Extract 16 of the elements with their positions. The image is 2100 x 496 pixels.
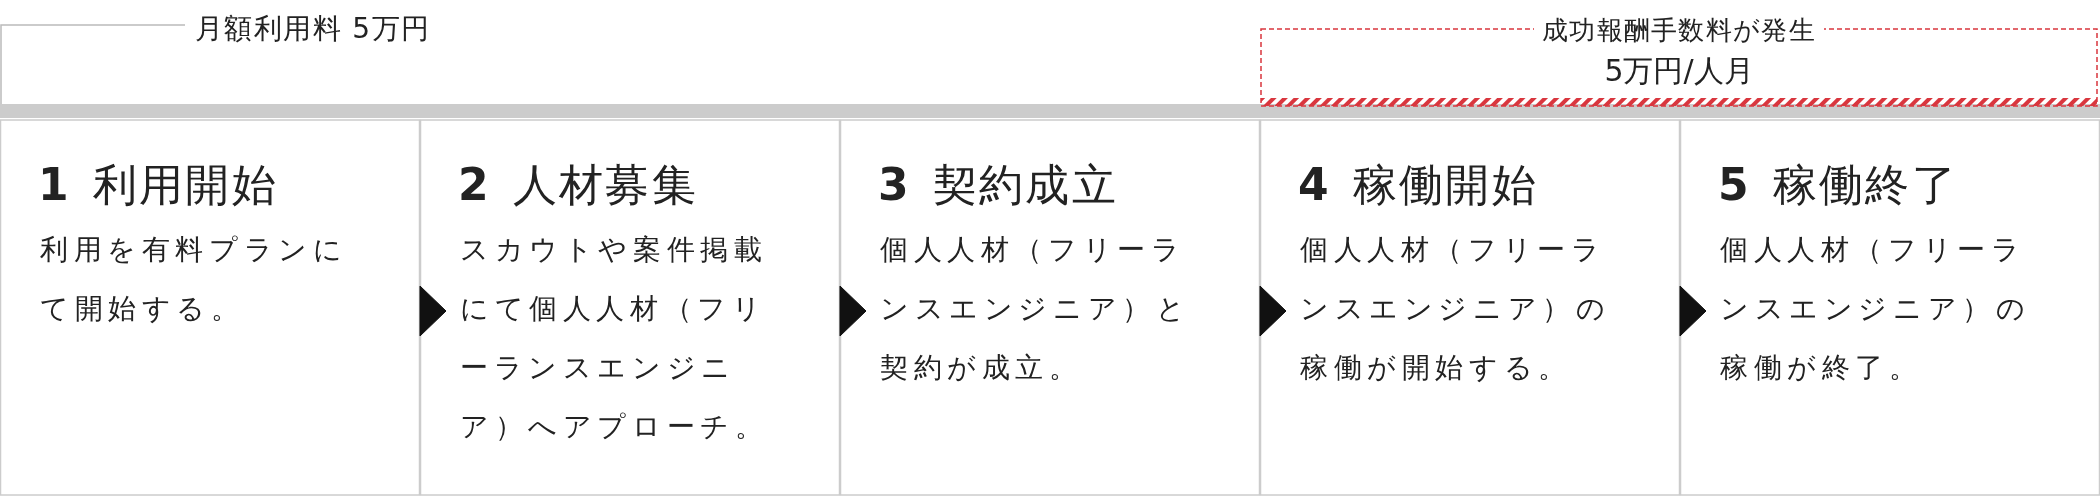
step-heading: 2 人材募集 (458, 158, 698, 212)
step-heading: 1 利用開始 (38, 158, 278, 212)
step-heading: 3 契約成立 (878, 158, 1118, 212)
arrow-triangle (1679, 285, 1707, 337)
arrow-triangle (419, 285, 447, 337)
step-description: 利用を有料プランにて開始する。 (40, 232, 349, 327)
step-heading: 5 稼働終了 (1718, 158, 1958, 212)
step-heading: 4 稼働開始 (1298, 158, 1538, 212)
step-description: スカウトや案件掲載にて個人人材（フリーランスエンジニア）へアプローチ。 (460, 232, 770, 445)
fee-amount: 5万円/人月 (1604, 52, 1754, 90)
step-description: 個人人材（フリーランスエンジニア）の稼働が終了。 (1720, 232, 2032, 386)
fee-label: 月額利用料 5万円 (195, 11, 431, 47)
arrow-triangle (839, 285, 867, 337)
step-description: 個人人材（フリーランスエンジニア）の稼働が開始する。 (1300, 232, 1612, 386)
arrow-triangle (1259, 285, 1287, 337)
step-description: 個人人材（フリーランスエンジニア）と契約が成立。 (880, 232, 1192, 386)
